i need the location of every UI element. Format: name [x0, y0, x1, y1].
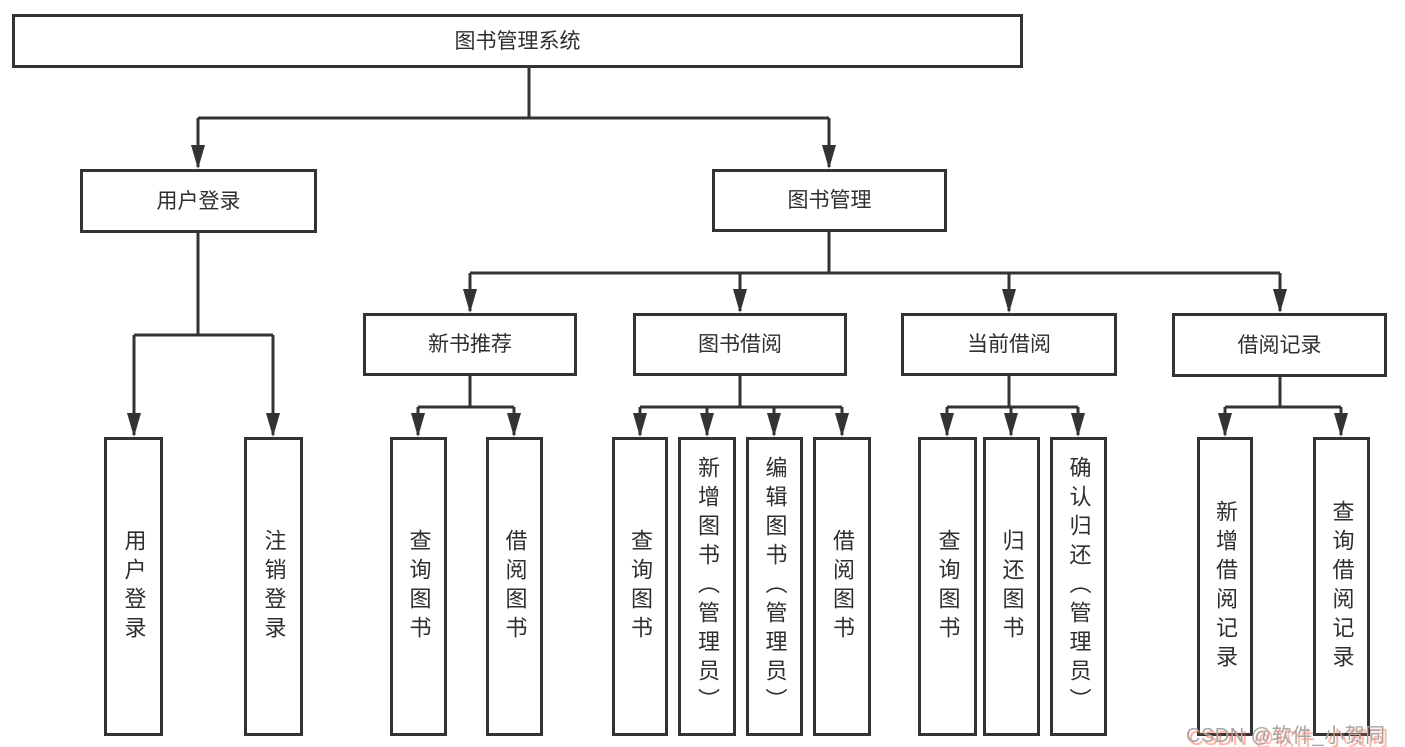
node-root-system: 图书管理系统	[12, 14, 1023, 68]
node-query-book-recommend: 查询图书	[390, 437, 447, 736]
node-logout: 注销登录	[244, 437, 303, 736]
connector-book-borrow	[633, 376, 849, 437]
node-new-book-recommend: 新书推荐	[363, 313, 577, 376]
node-borrow-records: 借阅记录	[1172, 313, 1387, 377]
connector-new-book-recommend	[411, 376, 521, 437]
connector-user-login-group	[127, 233, 280, 437]
node-edit-book-admin: 编辑图书（管理员）	[746, 437, 803, 736]
node-confirm-return-admin: 确认归还（管理员）	[1050, 437, 1107, 736]
csdn-watermark: CSDN @软件_小贺同学	[1186, 725, 1386, 747]
node-return-book: 归还图书	[983, 437, 1040, 736]
node-borrow-book-recommend: 借阅图书	[486, 437, 543, 736]
node-query-book-current: 查询图书	[918, 437, 977, 736]
node-current-borrow: 当前借阅	[901, 313, 1117, 376]
node-book-management: 图书管理	[712, 169, 947, 232]
node-query-book-borrow: 查询图书	[612, 437, 668, 736]
node-borrow-book: 借阅图书	[813, 437, 871, 736]
connector-book-management-to-level3	[463, 232, 1287, 313]
node-user-login: 用户登录	[104, 437, 163, 736]
connector-borrow-records	[1218, 377, 1348, 437]
node-add-borrow-record: 新增借阅记录	[1197, 437, 1253, 736]
node-book-borrow: 图书借阅	[633, 313, 847, 376]
connector-root-to-level2	[191, 68, 836, 169]
node-user-login-group: 用户登录	[80, 169, 317, 233]
node-query-borrow-record: 查询借阅记录	[1313, 437, 1370, 736]
connector-current-borrow	[940, 376, 1085, 437]
node-add-book-admin: 新增图书（管理员）	[678, 437, 736, 736]
